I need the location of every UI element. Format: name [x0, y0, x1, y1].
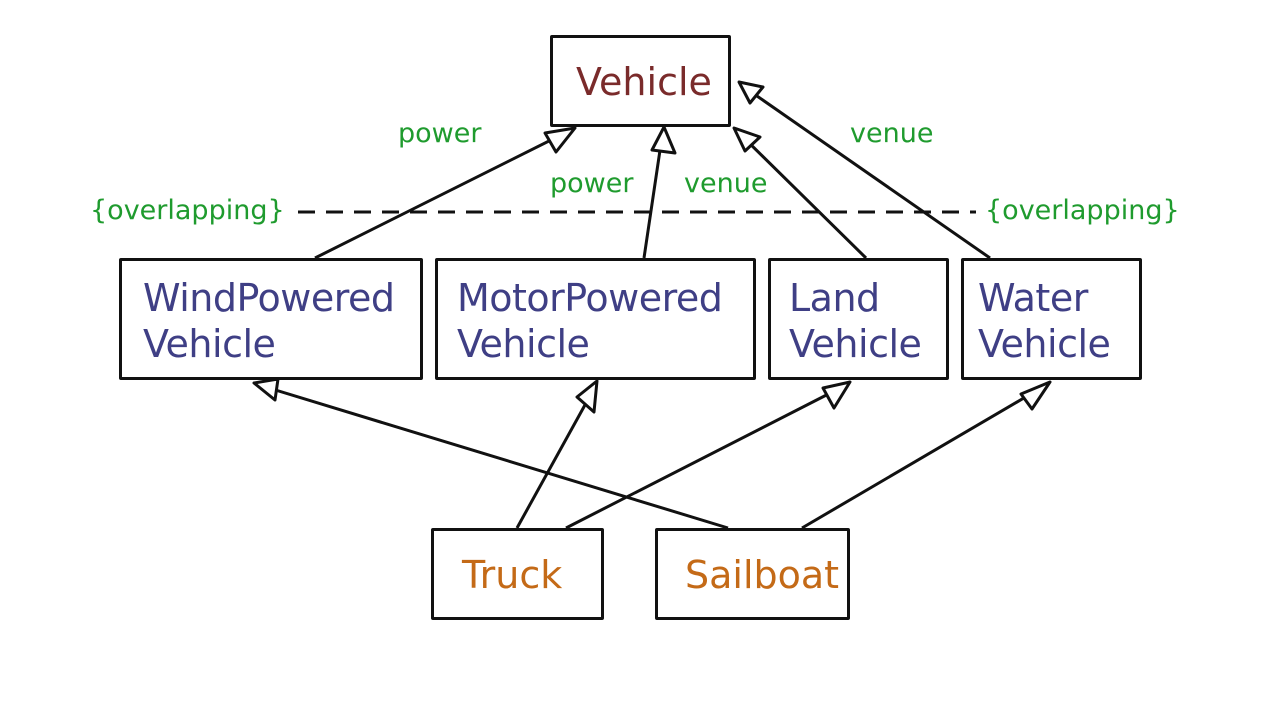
edge-wind-to-vehicle [314, 129, 570, 260]
class-name-line-2: Vehicle [143, 322, 276, 366]
class-name-truck: Truck [462, 553, 563, 597]
class-name-line-1: Water [978, 276, 1088, 320]
edge-truck-to-motor [515, 384, 598, 529]
class-name-line-1: WindPowered [143, 276, 395, 320]
edge-water-to-vehicle [743, 85, 991, 260]
class-name-line-1: MotorPowered [457, 276, 723, 320]
class-name-line-1: Land [789, 276, 880, 320]
label-overlapping-left: {overlapping} [90, 195, 285, 226]
edge-sailboat-to-water [801, 383, 1047, 530]
class-name-vehicle: Vehicle [576, 60, 712, 104]
class-box-motorpowered-vehicle: MotorPowered Vehicle [435, 258, 756, 380]
label-venue-middle: venue [684, 168, 768, 199]
class-box-land-vehicle: Land Vehicle [768, 258, 949, 380]
edge-truck-to-land [565, 383, 847, 530]
label-power-left: power [398, 118, 482, 149]
class-box-truck: Truck [431, 528, 604, 620]
arrowhead-motor-vehicle [650, 125, 677, 155]
arrowhead-truck-motor [575, 379, 599, 414]
label-venue-right: venue [850, 118, 934, 149]
edge-motor-to-vehicle [642, 129, 665, 259]
class-name-sailboat: Sailboat [685, 553, 840, 597]
class-box-vehicle: Vehicle [550, 35, 731, 127]
arrowhead-land-vehicle [732, 126, 762, 153]
label-power-middle: power [550, 168, 634, 199]
class-name-line-2: Vehicle [789, 322, 922, 366]
arrowhead-wind-vehicle [543, 126, 577, 154]
arrowhead-water-vehicle [737, 80, 765, 105]
class-box-water-vehicle: Water Vehicle [961, 258, 1142, 380]
edge-sailboat-to-wind [258, 383, 729, 530]
class-name-land-vehicle: Land Vehicle [789, 275, 922, 367]
arrowhead-sailboat-water [1019, 380, 1052, 411]
arrowhead-truck-land [821, 380, 852, 410]
label-overlapping-right: {overlapping} [985, 195, 1180, 226]
class-name-windpowered-vehicle: WindPowered Vehicle [143, 275, 395, 367]
class-name-water-vehicle: Water Vehicle [978, 275, 1111, 367]
class-name-line-2: Vehicle [978, 322, 1111, 366]
class-box-sailboat: Sailboat [655, 528, 850, 620]
arrowhead-sailboat-wind [252, 377, 280, 402]
class-box-windpowered-vehicle: WindPowered Vehicle [119, 258, 423, 380]
class-name-motorpowered-vehicle: MotorPowered Vehicle [457, 275, 723, 367]
class-name-line-2: Vehicle [457, 322, 590, 366]
